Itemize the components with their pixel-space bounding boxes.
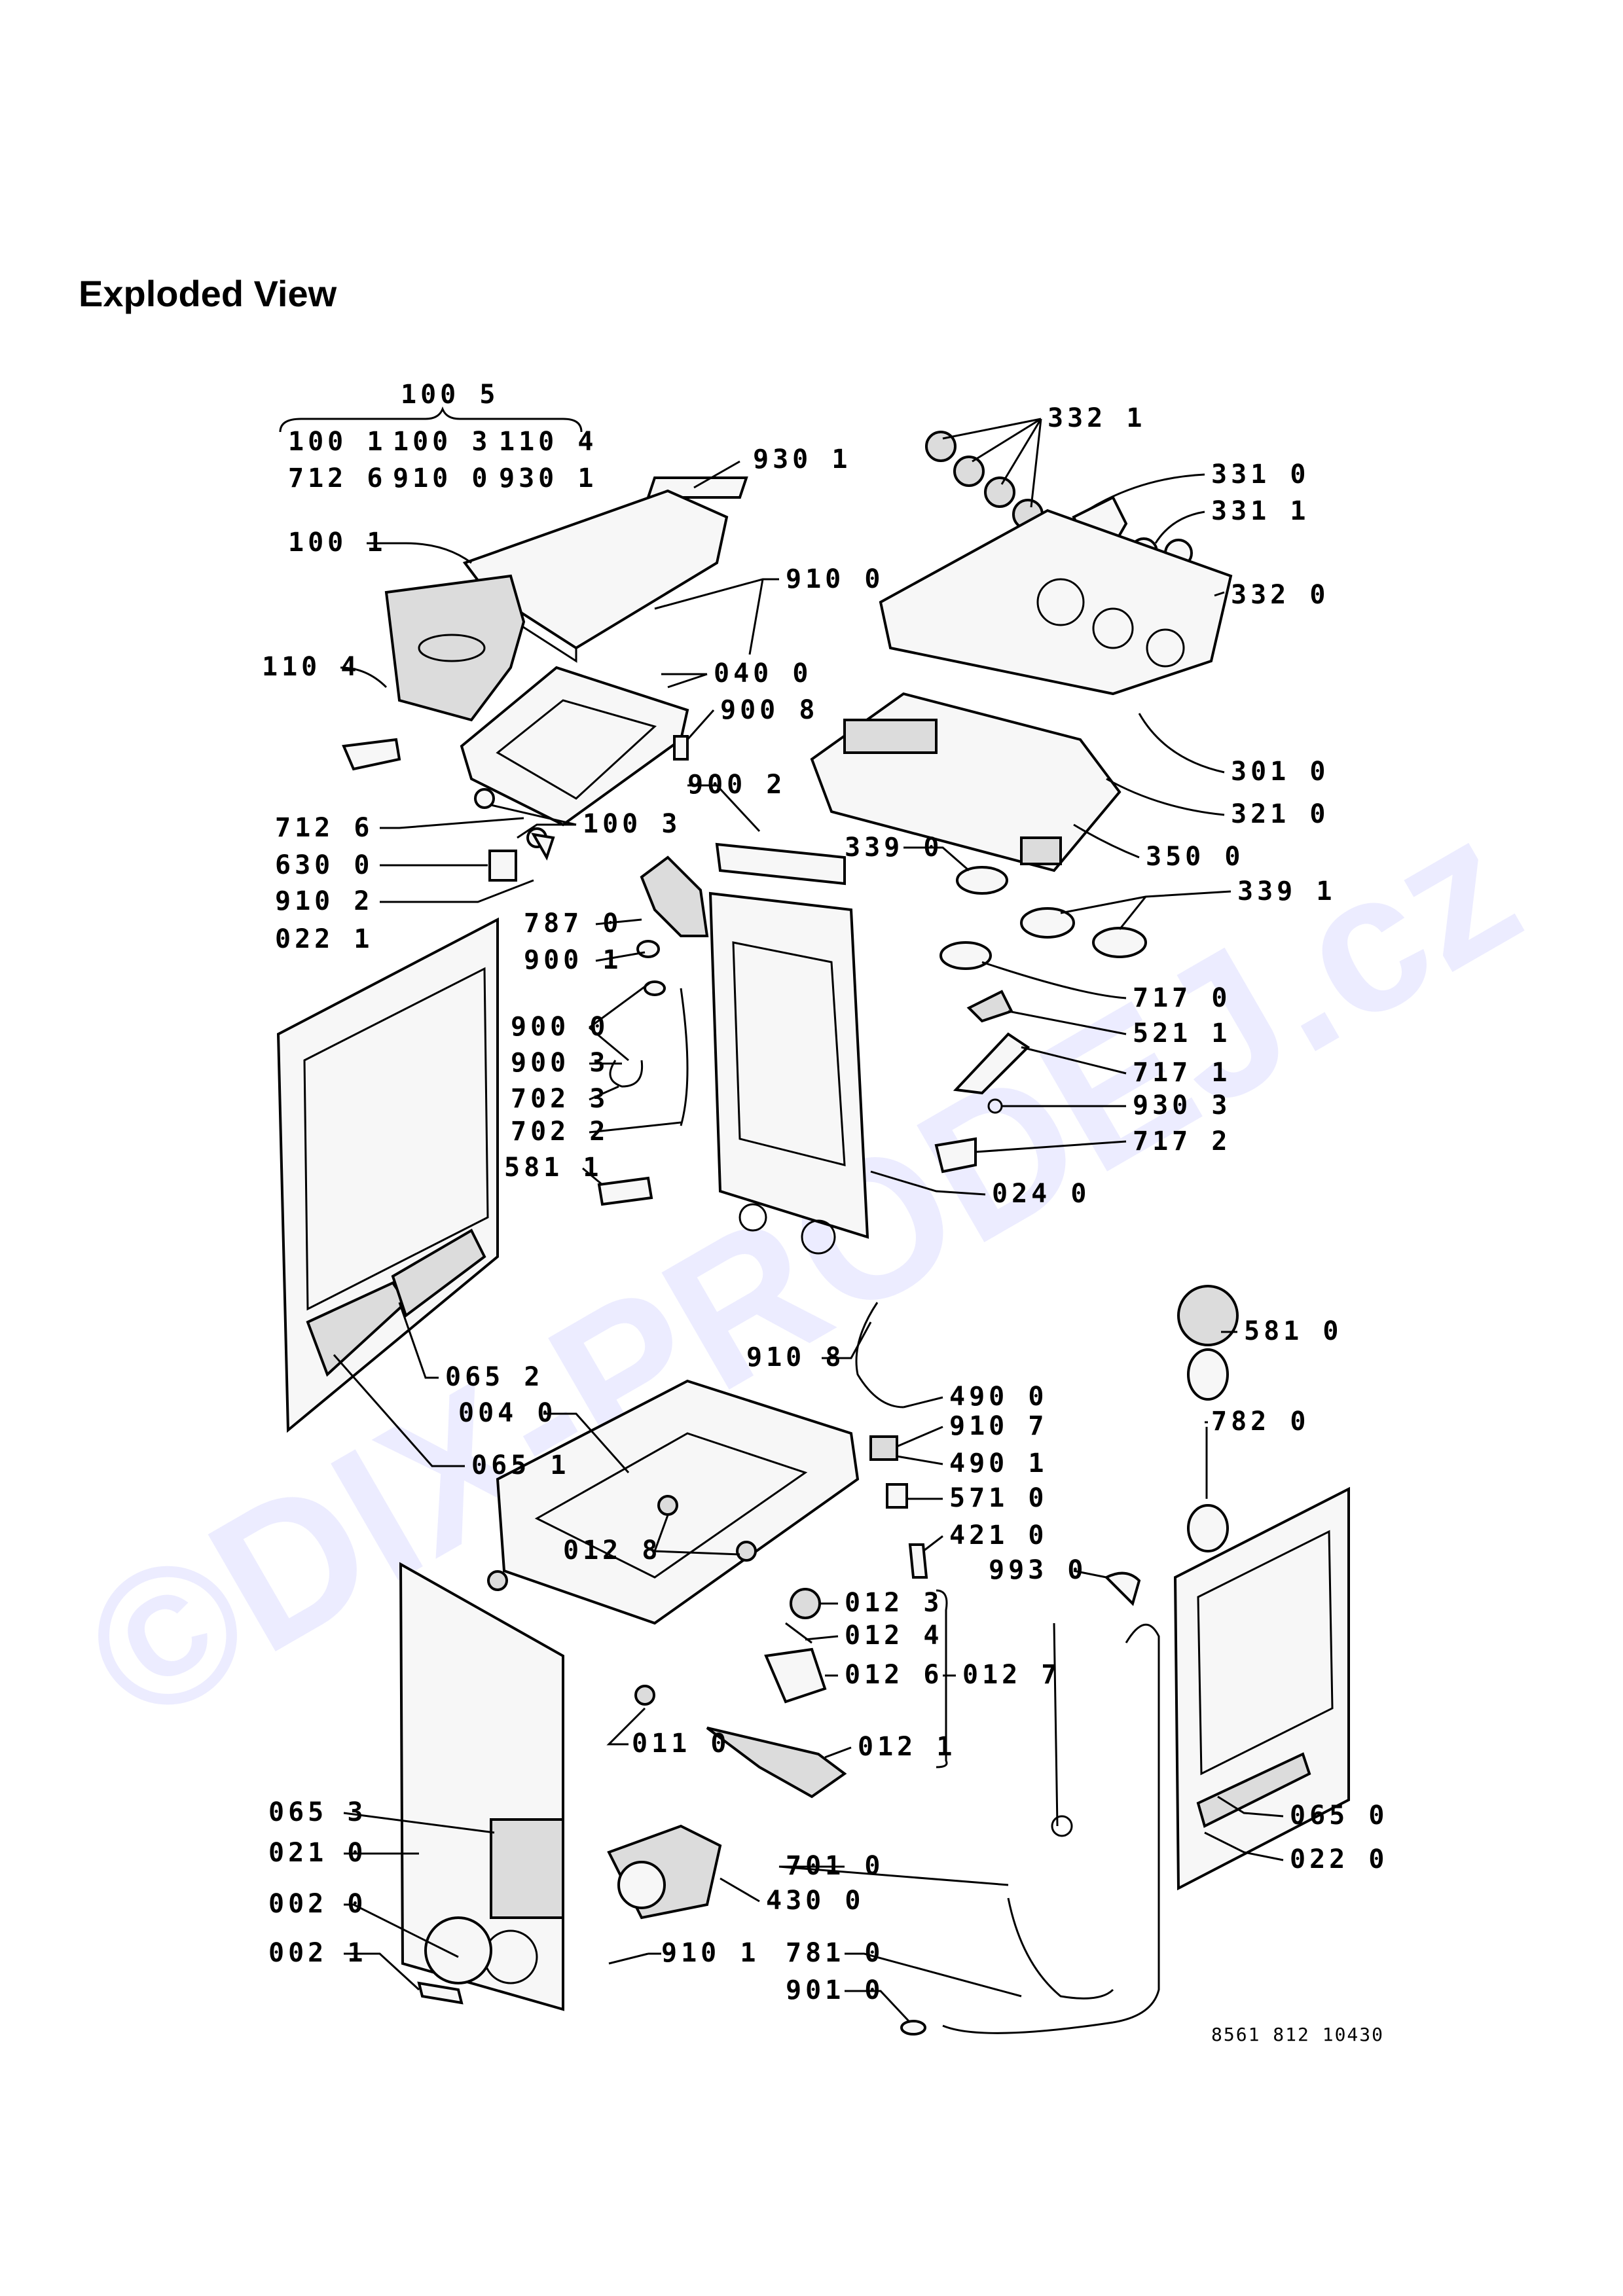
lid-frame (460, 666, 689, 827)
label-011-0: 011 0 (632, 1729, 730, 1759)
label-571-0: 571 0 (949, 1483, 1048, 1513)
label-490-0: 490 0 (949, 1382, 1048, 1412)
label-702-2: 702 2 (511, 1117, 609, 1147)
label-331-1: 331 1 (1211, 496, 1309, 526)
bracket-item: 712 6 (288, 463, 386, 493)
label-910-2: 910 2 (275, 886, 373, 916)
label-910-7: 910 7 (949, 1411, 1048, 1441)
label-321-0: 321 0 (1231, 799, 1329, 829)
label-332-1: 332 1 (1048, 403, 1146, 433)
label-717-0: 717 0 (1133, 983, 1231, 1013)
bracket-item: 910 0 (393, 463, 491, 493)
label-004-0: 004 0 (458, 1398, 556, 1428)
label-701-0: 701 0 (786, 1851, 884, 1881)
label-301-0: 301 0 (1231, 757, 1329, 787)
label-910-8: 910 8 (746, 1342, 845, 1372)
label-065-2: 065 2 (445, 1362, 543, 1392)
label-900-8: 900 8 (720, 695, 818, 725)
label-002-0: 002 0 (268, 1889, 367, 1919)
label-581-0: 581 0 (1244, 1316, 1342, 1346)
label-012-4: 012 4 (845, 1621, 943, 1651)
part-labels: 930 1 332 1 331 0 331 1 100 1 910 0 332 … (262, 403, 1388, 2045)
label-339-0: 339 0 (845, 833, 943, 863)
label-022-1: 022 1 (275, 924, 373, 954)
label-350-0: 350 0 (1146, 842, 1244, 872)
label-702-3: 702 3 (511, 1084, 609, 1114)
lid-handle (342, 738, 401, 771)
control-panel-fascia (879, 509, 1233, 696)
bracket-group: 100 5 100 1 100 3 110 4 712 6 910 0 930 … (279, 380, 597, 493)
hose-bellows (640, 855, 709, 937)
bracket-header: 100 5 (401, 380, 499, 410)
label-021-0: 021 0 (268, 1838, 367, 1868)
rear-frame (715, 842, 846, 886)
bracket-item: 100 1 (288, 427, 386, 457)
label-065-3: 065 3 (268, 1797, 367, 1827)
front-lid-panel (384, 574, 526, 722)
label-012-1: 012 1 (858, 1732, 956, 1762)
label-339-1: 339 1 (1237, 876, 1336, 906)
right-side-panel (1173, 1486, 1350, 1891)
label-717-2: 717 2 (1133, 1126, 1231, 1157)
label-717-1: 717 1 (1133, 1058, 1231, 1088)
label-100-1: 100 1 (288, 528, 386, 558)
label-581-1: 581 1 (504, 1153, 602, 1183)
left-side-panel (276, 917, 499, 1433)
label-012-3: 012 3 (845, 1588, 943, 1618)
leader-lines (333, 418, 1284, 2024)
label-012-8: 012 8 (563, 1535, 661, 1566)
bracket-item: 930 1 (499, 463, 597, 493)
label-024-0: 024 0 (992, 1179, 1090, 1209)
label-787-0: 787 0 (524, 908, 622, 939)
label-022-0: 022 0 (1290, 1844, 1388, 1874)
label-930-1: 930 1 (753, 444, 851, 475)
label-100-3: 100 3 (583, 809, 681, 839)
label-421-0: 421 0 (949, 1520, 1048, 1551)
label-900-0: 900 0 (511, 1012, 609, 1042)
label-331-0: 331 0 (1211, 459, 1309, 490)
door-lever (706, 1727, 847, 1799)
label-993-0: 993 0 (989, 1555, 1087, 1585)
bracket-item: 110 4 (499, 427, 597, 457)
label-782-0: 782 0 (1211, 1407, 1309, 1437)
label-040-0: 040 0 (714, 658, 812, 689)
label-900-2: 900 2 (687, 770, 786, 800)
top-frame (708, 891, 869, 1239)
label-781-0: 781 0 (786, 1938, 884, 1968)
label-910-1: 910 1 (661, 1938, 759, 1968)
label-521-1: 521 1 (1133, 1018, 1231, 1049)
page-title: Exploded View (79, 273, 337, 314)
drawing-code: 8561 812 10430 (1211, 2024, 1384, 2045)
parts-drawing (276, 431, 1350, 2036)
label-712-6: 712 6 (275, 813, 373, 843)
label-002-1: 002 1 (268, 1938, 367, 1968)
label-430-0: 430 0 (766, 1886, 864, 1916)
label-900-1: 900 1 (524, 945, 622, 975)
label-901-0: 901 0 (786, 1975, 884, 2005)
label-065-1: 065 1 (471, 1450, 570, 1480)
label-110-4: 110 4 (262, 652, 360, 682)
label-332-0: 332 0 (1231, 580, 1329, 610)
label-900-3: 900 3 (511, 1048, 609, 1078)
label-012-6: 012 6 (845, 1660, 943, 1690)
label-910-0: 910 0 (786, 564, 884, 594)
label-012-7: 012 7 (962, 1660, 1061, 1690)
label-065-0: 065 0 (1290, 1801, 1388, 1831)
label-930-3: 930 3 (1133, 1090, 1231, 1121)
bracket-item: 100 3 (393, 427, 491, 457)
label-630-0: 630 0 (275, 850, 373, 880)
label-490-1: 490 1 (949, 1448, 1048, 1479)
